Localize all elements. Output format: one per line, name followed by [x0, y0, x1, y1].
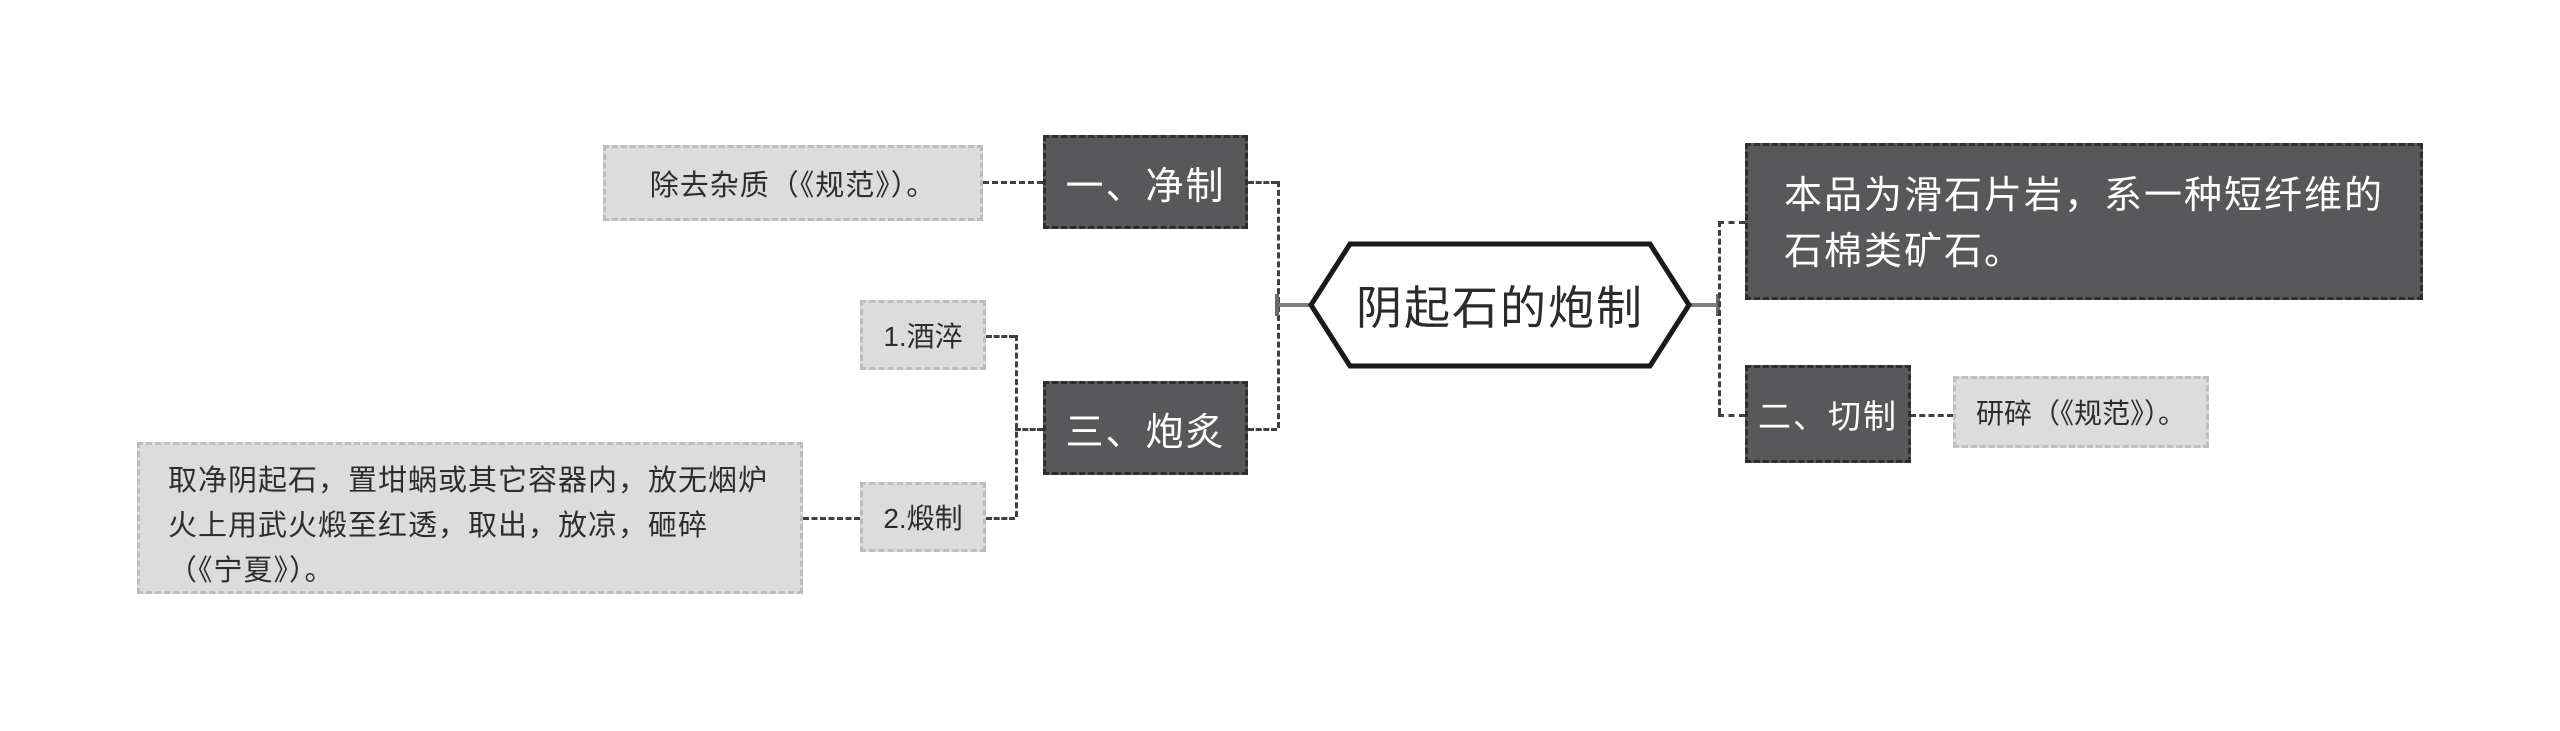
node-label: 一、净制: [1065, 165, 1226, 208]
hexagon-shape: [1308, 241, 1692, 369]
node-label: 1.酒淬: [883, 321, 963, 352]
node-qiezhi[interactable]: 二、切制: [1745, 365, 1911, 463]
node-label: 二、切制: [1758, 398, 1898, 435]
connector-line: [1015, 335, 1018, 517]
node-label: 本品为滑石片岩，系一种短纤维的石棉类矿石。: [1784, 175, 2385, 273]
node-label: 除去杂质（《规范》）。: [649, 170, 937, 202]
node-label: 取净阴起石，置坩蜗或其它容器内，放无烟炉火上用武火煅至红透，取出，放凉，砸碎（《…: [168, 465, 769, 587]
node-duanzhi[interactable]: 2.煅制: [860, 482, 986, 552]
node-label: 三、炮炙: [1065, 411, 1226, 454]
connector-line: [986, 335, 1015, 338]
node-qiezhi-note[interactable]: 研碎（《规范》）。: [1953, 376, 2209, 448]
connector-line: [1248, 428, 1277, 431]
root-title: 阴起石的炮制: [1356, 282, 1644, 334]
node-label: 研碎（《规范》）。: [1975, 398, 2186, 429]
connector-line: [1690, 303, 1718, 307]
connector-line: [986, 517, 1015, 520]
connector-line: [1718, 414, 1745, 417]
node-label: 2.煅制: [883, 503, 963, 534]
node-root[interactable]: 阴起石的炮制: [1308, 240, 1692, 370]
connector-line: [983, 181, 1043, 184]
node-benpin[interactable]: 本品为滑石片岩，系一种短纤维的石棉类矿石。: [1745, 143, 2423, 300]
node-jiucui[interactable]: 1.酒淬: [860, 300, 986, 370]
node-duanzhi-note[interactable]: 取净阴起石，置坩蜗或其它容器内，放无烟炉火上用武火煅至红透，取出，放凉，砸碎（《…: [137, 442, 803, 594]
node-jingzhi-note[interactable]: 除去杂质（《规范》）。: [603, 145, 983, 221]
connector-line: [1277, 303, 1310, 307]
connector-line: [1910, 414, 1953, 417]
connector-line: [1248, 181, 1277, 184]
connector-junction: [1275, 294, 1279, 316]
connector-line: [1015, 428, 1043, 431]
node-paozhi[interactable]: 三、炮炙: [1043, 381, 1248, 475]
connector-line: [803, 517, 860, 520]
node-jingzhi[interactable]: 一、净制: [1043, 135, 1248, 229]
connector-line: [1718, 221, 1721, 414]
connector-line: [1718, 221, 1745, 224]
